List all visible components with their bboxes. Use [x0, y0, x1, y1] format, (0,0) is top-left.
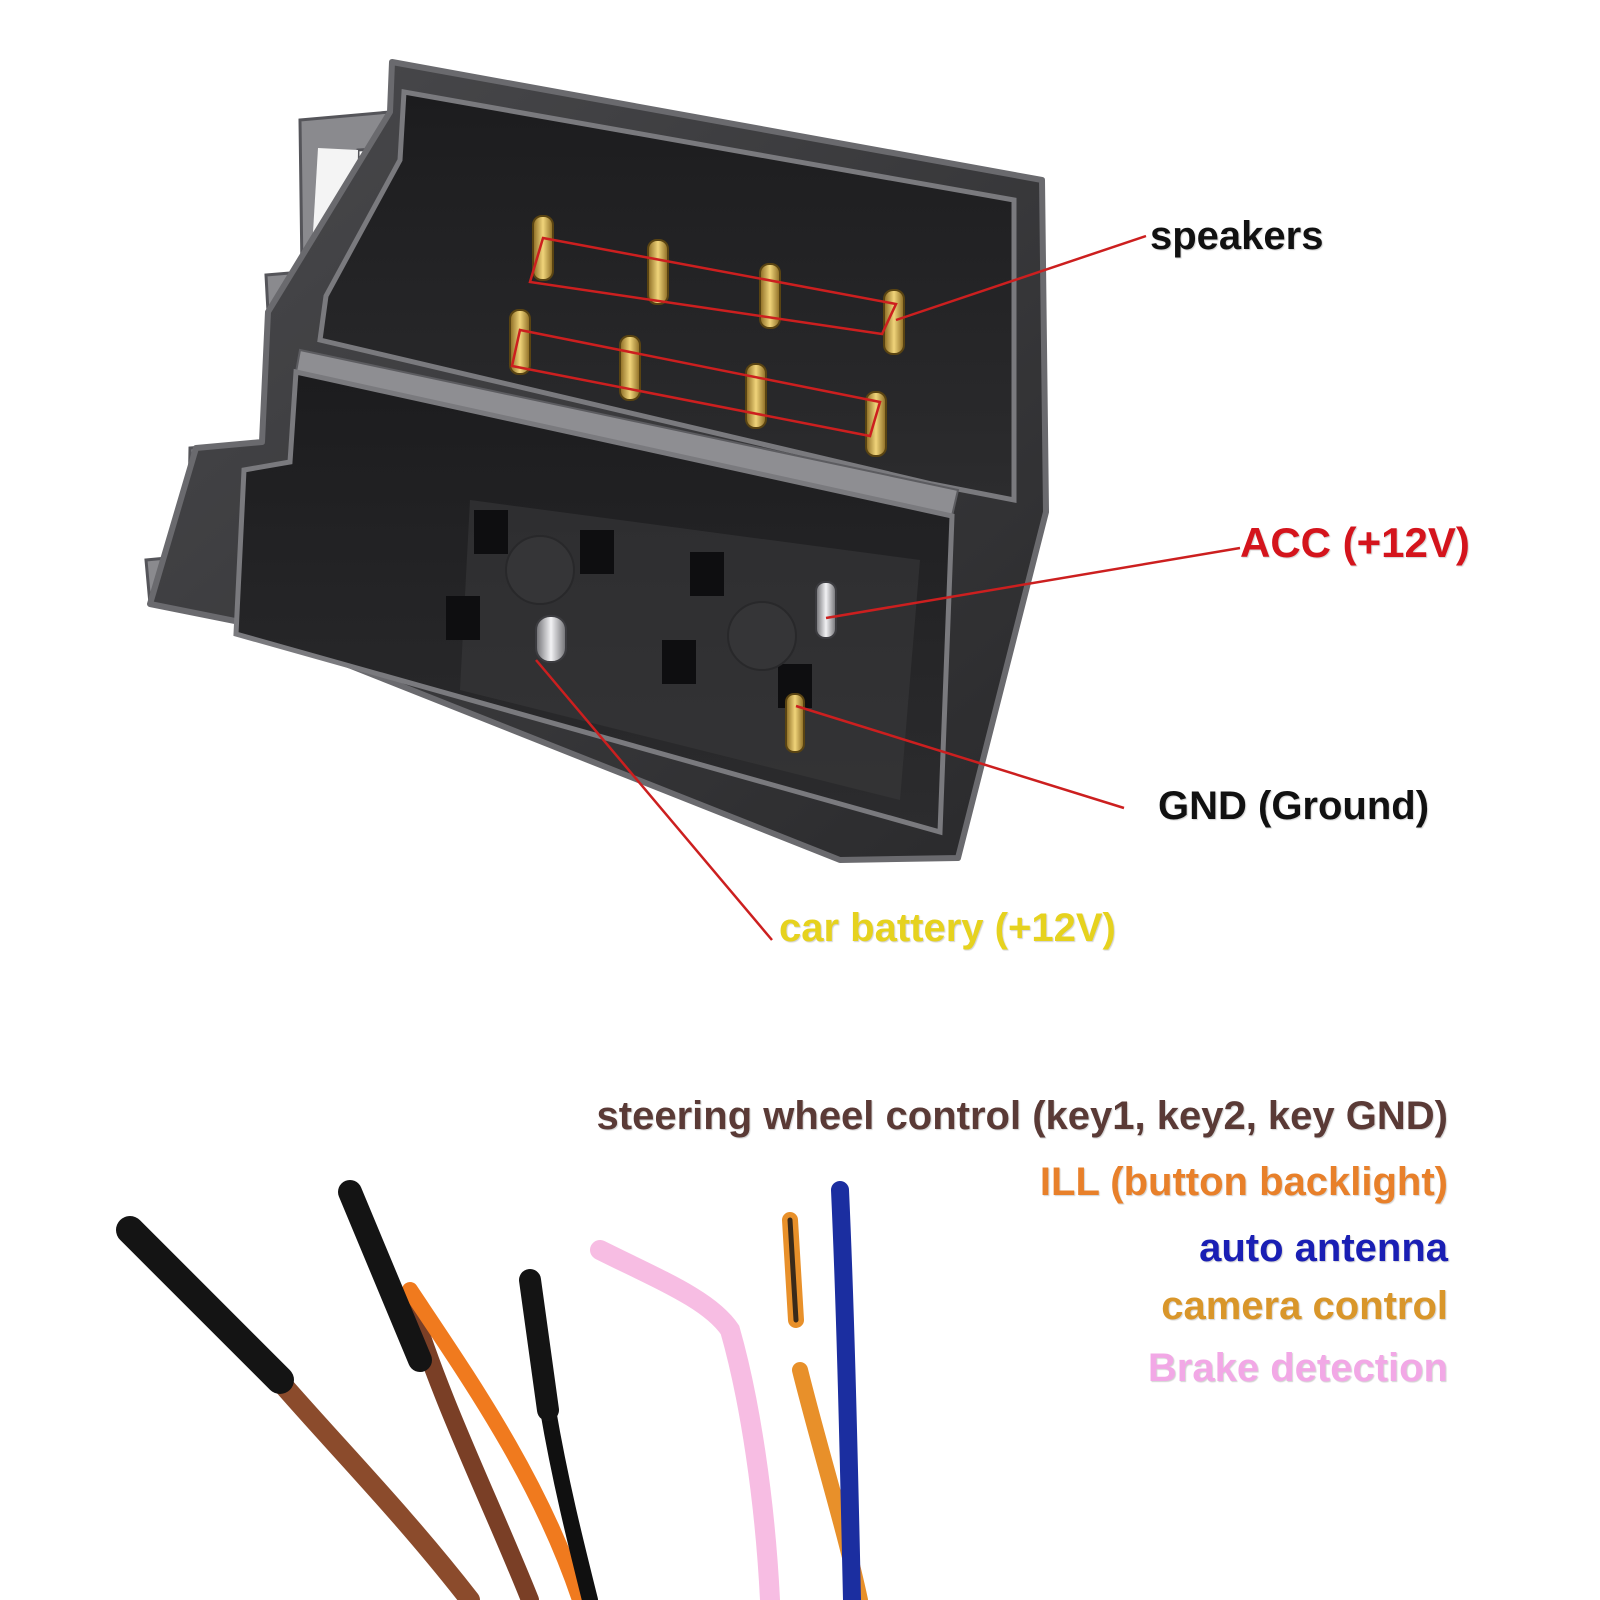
wire-black-stripe — [787, 1217, 799, 1323]
socket-boss — [727, 601, 797, 671]
speaker-pin-outline-bottom — [510, 328, 882, 438]
gnd-label: GND (Ground) — [1158, 784, 1430, 828]
battery-leader-line — [535, 659, 773, 941]
speaker-pin — [532, 215, 554, 281]
speakers-label: speakers — [1150, 214, 1324, 258]
steering-wheel-control-label: steering wheel control (key1, key2, key … — [596, 1094, 1448, 1138]
wire-black — [540, 1402, 598, 1600]
wire-pink — [590, 1240, 780, 1600]
battery-pin — [535, 615, 567, 663]
wire-brown — [260, 1360, 480, 1600]
socket-boss — [505, 535, 575, 605]
socket — [580, 530, 614, 574]
wire-sleeve-black — [338, 1180, 432, 1372]
socket — [446, 596, 480, 640]
gnd-leader-line — [795, 704, 1125, 810]
socket — [662, 640, 696, 684]
wire-sleeve-black — [519, 1269, 559, 1421]
speaker-pin — [865, 391, 887, 457]
wire-bundle — [116, 1180, 868, 1600]
acc-pin — [815, 581, 837, 639]
acc-label: ACC (+12V) — [1240, 519, 1470, 566]
speaker-pin — [883, 289, 905, 355]
speaker-pin — [745, 363, 767, 429]
gnd-pin — [785, 693, 805, 753]
speaker-pin-outline-top — [528, 236, 898, 336]
wire-blue — [831, 1181, 861, 1600]
wire-orange — [402, 1282, 588, 1600]
leader-lines — [535, 234, 1241, 941]
wire-sleeve-black — [116, 1216, 294, 1394]
camera-control-label: camera control — [1161, 1284, 1448, 1328]
iso-connector — [144, 59, 1049, 863]
brake-detection-label: Brake detection — [1147, 1346, 1448, 1390]
speaker-pin — [647, 239, 669, 305]
socket — [690, 552, 724, 596]
car-battery-label: car battery (+12V) — [779, 906, 1116, 950]
socket — [474, 510, 508, 554]
acc-leader-line — [825, 546, 1241, 620]
auto-antenna-label: auto antenna — [1199, 1226, 1448, 1270]
speakers-leader-line — [895, 234, 1147, 322]
ill-label: ILL (button backlight) — [1039, 1160, 1448, 1204]
power-sockets — [446, 510, 812, 708]
